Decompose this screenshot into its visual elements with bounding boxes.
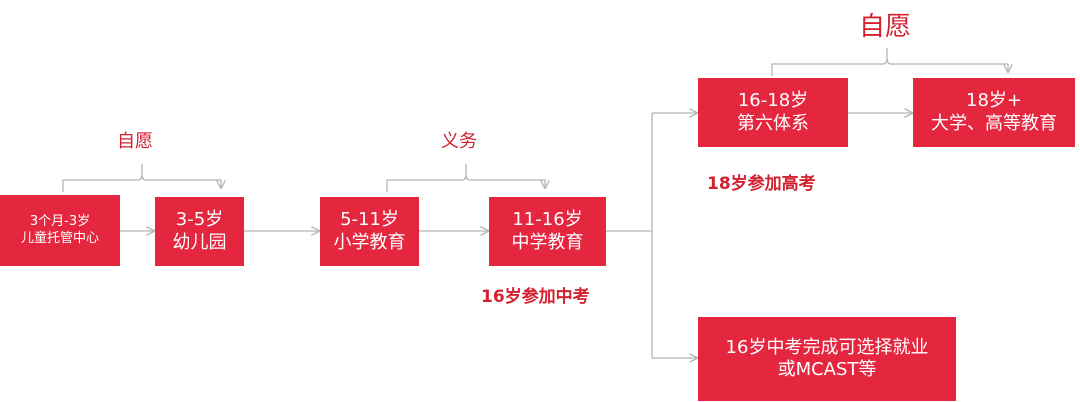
university-box: 18岁+ 大学、高等教育 bbox=[913, 78, 1075, 147]
employment-line2: 或MCAST等 bbox=[777, 359, 877, 380]
compulsory-label: 义务 bbox=[441, 131, 477, 152]
kindergarten-name: 幼儿园 bbox=[172, 231, 227, 253]
brace-voluntary-higher bbox=[771, 48, 1008, 76]
sixth-form-box: 16-18岁 第六体系 bbox=[698, 78, 848, 147]
university-age: 18岁+ bbox=[966, 90, 1022, 111]
childcare-box: 3个月-3岁 儿童托管中心 bbox=[0, 195, 120, 266]
secondary-age: 11-16岁 bbox=[512, 209, 583, 230]
voluntary-early-label: 自愿 bbox=[117, 131, 153, 152]
primary-age: 5-11岁 bbox=[340, 209, 399, 230]
sixth-form-age: 16-18岁 bbox=[737, 90, 809, 111]
sixth-form-name: 第六体系 bbox=[737, 112, 809, 134]
brace-voluntary-early bbox=[62, 164, 221, 192]
employment-box: 16岁中考完成可选择就业 或MCAST等 bbox=[698, 317, 956, 401]
childcare-name: 儿童托管中心 bbox=[20, 230, 99, 246]
kindergarten-age: 3-5岁 bbox=[175, 209, 224, 230]
secondary-name: 中学教育 bbox=[511, 231, 584, 253]
primary-name: 小学教育 bbox=[333, 231, 406, 253]
alevel-exam-note: 18岁参加高考 bbox=[707, 174, 816, 194]
university-name: 大学、高等教育 bbox=[931, 112, 1057, 134]
gcse-exam-note: 16岁参加中考 bbox=[481, 287, 590, 307]
kindergarten-box: 3-5岁 幼儿园 bbox=[155, 197, 244, 266]
primary-box: 5-11岁 小学教育 bbox=[320, 197, 419, 266]
employment-line1: 16岁中考完成可选择就业 bbox=[725, 336, 929, 358]
brace-compulsory bbox=[386, 164, 545, 192]
childcare-age: 3个月-3岁 bbox=[29, 214, 91, 230]
voluntary-higher-label: 自愿 bbox=[859, 12, 912, 42]
secondary-box: 11-16岁 中学教育 bbox=[489, 197, 606, 266]
